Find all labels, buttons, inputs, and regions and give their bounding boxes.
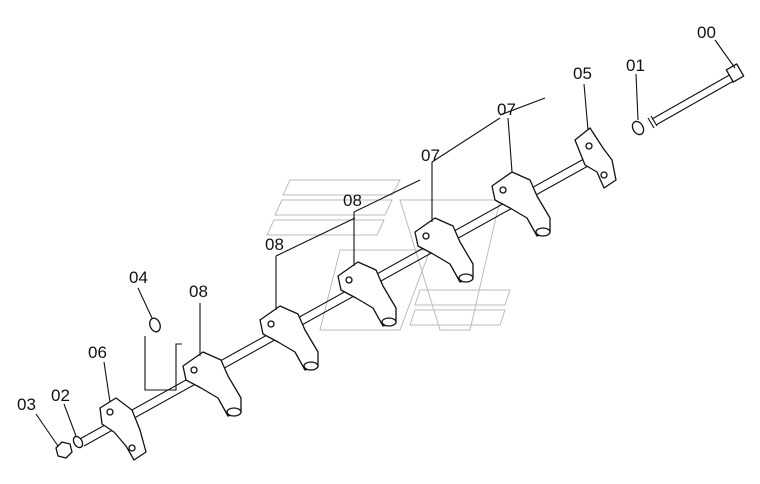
callout-00: 00 xyxy=(697,23,716,42)
callout-07-a: 07 xyxy=(497,100,516,119)
leader-lines xyxy=(35,39,736,447)
rocker-arm-08-b xyxy=(259,305,319,371)
washer-part-02 xyxy=(72,435,84,449)
washer-part-01 xyxy=(631,120,645,136)
callout-01: 01 xyxy=(626,56,645,75)
rocker-arm-08-a xyxy=(337,261,397,327)
callout-05: 05 xyxy=(573,64,592,83)
callout-07-b: 07 xyxy=(421,146,440,165)
rocker-arm-07-b xyxy=(414,217,474,283)
callout-06: 06 xyxy=(88,343,107,362)
callout-08-a: 08 xyxy=(343,191,362,210)
nut-part-03 xyxy=(55,441,73,459)
callout-02: 02 xyxy=(51,386,70,405)
callout-04: 04 xyxy=(129,268,148,287)
callout-03: 03 xyxy=(17,395,36,414)
callout-08-c: 08 xyxy=(189,282,208,301)
rocker-arm-07-a xyxy=(491,171,551,237)
end-bracket-part-06 xyxy=(99,397,147,461)
callout-08-b: 08 xyxy=(265,235,284,254)
o-ring-part-04 xyxy=(149,317,161,333)
end-bracket-part-05 xyxy=(574,127,617,189)
bolt-part-00 xyxy=(647,63,745,129)
watermark-logo xyxy=(266,179,511,331)
rocker-arm-08-c xyxy=(182,351,242,417)
